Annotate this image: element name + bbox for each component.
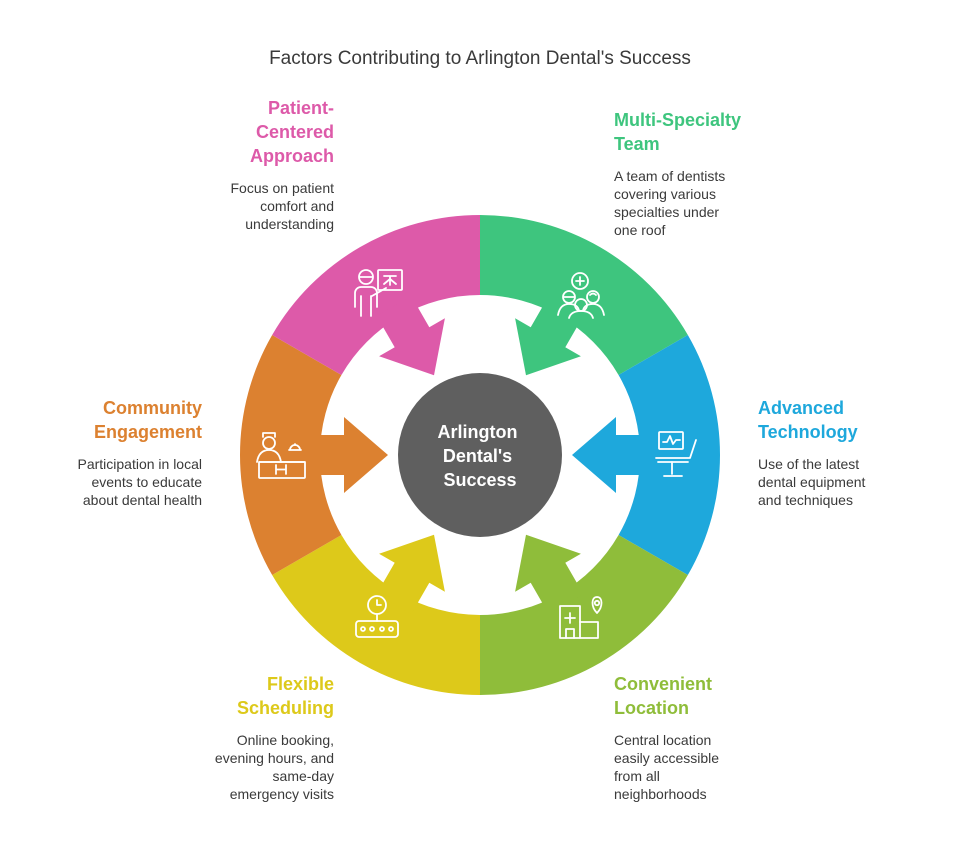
center-label: Arlington Dental's Success xyxy=(438,422,523,490)
wheel-segment-multi xyxy=(480,215,688,375)
center-label-line: Arlington xyxy=(438,422,518,442)
factor-location-heading: Convenient Location xyxy=(614,674,713,718)
factor-scheduling-description: Online booking, evening hours, and same-… xyxy=(214,732,334,802)
center-label-line: Dental's xyxy=(443,446,512,466)
dental-chair-icon xyxy=(655,431,697,477)
factor-community-heading: Community Engagement xyxy=(93,398,202,442)
arrow-community xyxy=(308,417,388,493)
presenter-icon xyxy=(354,269,403,317)
factor-technology-description: Use of the latest dental equipment and t… xyxy=(758,456,866,508)
factor-patient: Patient- Centered Approach Focus on pati… xyxy=(150,96,334,233)
factor-location-description: Central location easily accessible from … xyxy=(614,732,720,802)
wheel-segment-patient xyxy=(272,215,480,375)
wheel-segment-scheduling xyxy=(272,535,480,695)
arrow-multi xyxy=(515,296,584,376)
wheel-segment-technology xyxy=(618,335,720,575)
factor-community-description: Participation in local events to educate… xyxy=(77,456,202,508)
arrow-scheduling xyxy=(376,534,445,614)
diagram-title: Factors Contributing to Arlington Dental… xyxy=(269,48,691,69)
factor-scheduling: Flexible Scheduling Online booking, even… xyxy=(150,672,334,803)
factor-location: Convenient Location Central location eas… xyxy=(614,672,814,803)
factor-scheduling-heading: Flexible Scheduling xyxy=(236,674,334,718)
team-icon xyxy=(557,272,605,319)
center-label-line: Success xyxy=(443,470,516,490)
arrow-technology xyxy=(572,417,652,493)
factor-community: Community Engagement Participation in lo… xyxy=(20,396,202,509)
factor-technology: Advanced Technology Use of the latest de… xyxy=(758,396,948,509)
factor-multi-description: A team of dentists covering various spec… xyxy=(614,168,726,238)
reception-desk-icon xyxy=(256,432,306,479)
factor-multi-heading: Multi-Specialty Team xyxy=(614,110,742,154)
factor-multi: Multi-Specialty Team A team of dentists … xyxy=(614,108,814,239)
clock-queue-icon xyxy=(355,595,399,638)
hospital-location-icon xyxy=(559,596,603,639)
arrow-patient xyxy=(376,296,445,376)
arrow-location xyxy=(515,534,584,614)
wheel-segment-community xyxy=(240,335,342,575)
factor-patient-heading: Patient- Centered Approach xyxy=(249,98,334,166)
wheel-segment-location xyxy=(480,535,688,695)
center-circle xyxy=(398,373,562,537)
factor-patient-description: Focus on patient comfort and understandi… xyxy=(230,180,334,232)
factor-technology-heading: Advanced Technology xyxy=(758,398,858,442)
